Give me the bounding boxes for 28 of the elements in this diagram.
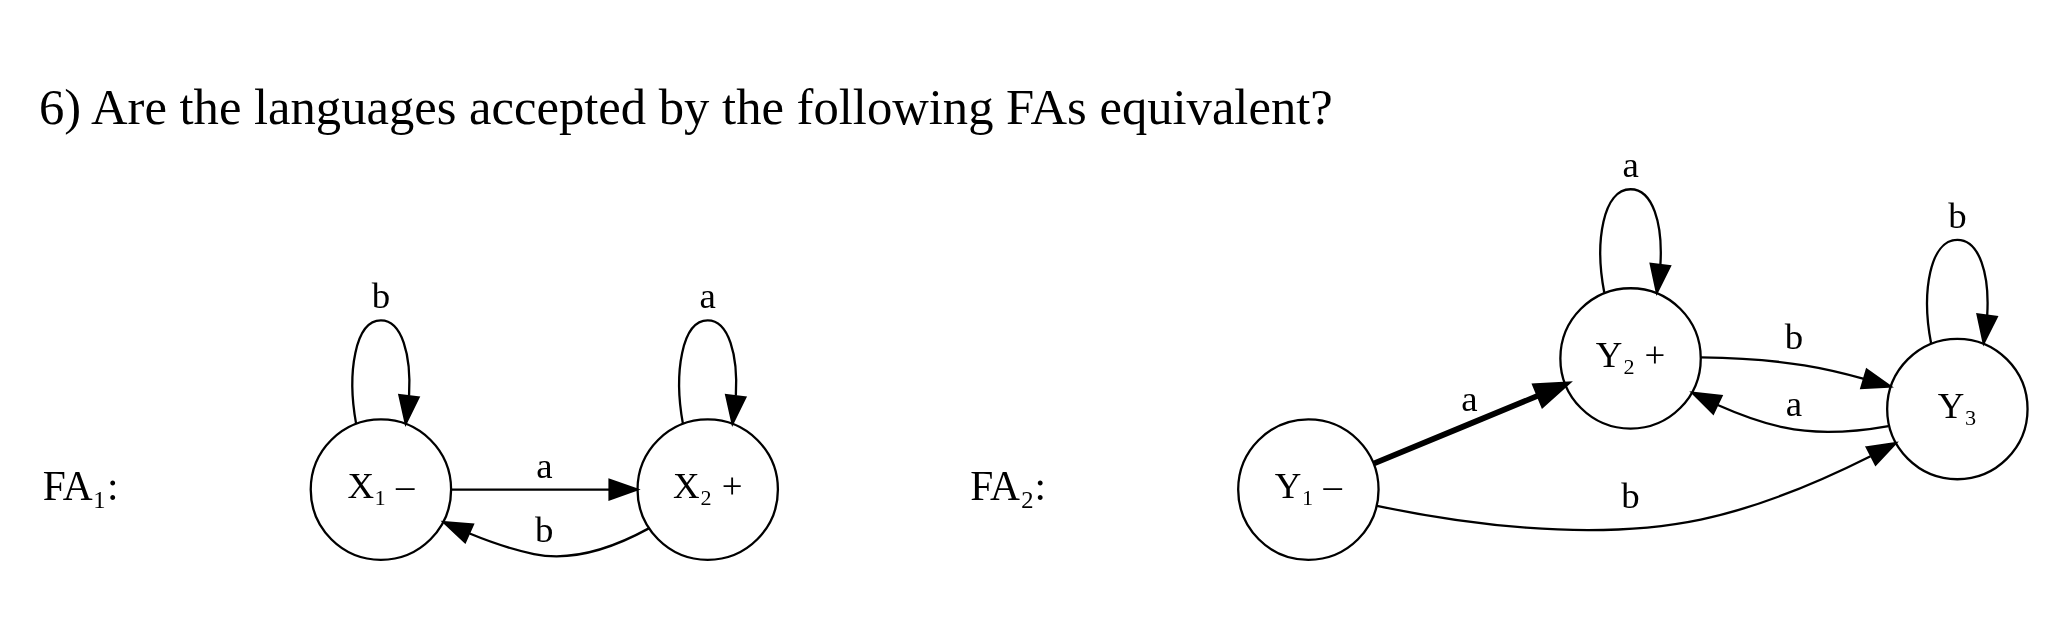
node-circle: Y₂ + <box>1559 286 1702 430</box>
edge-label: b <box>1784 315 1804 357</box>
edge-label: a <box>1622 143 1639 185</box>
edge-label: b <box>1621 474 1640 516</box>
edge-label: a <box>536 444 553 486</box>
edge-label: a <box>1785 382 1803 423</box>
label: FA₁: <box>42 462 119 509</box>
arrow <box>1599 187 1672 296</box>
arrow <box>351 318 421 427</box>
arrow <box>1373 380 1573 466</box>
arrow <box>1376 441 1899 531</box>
arrow <box>678 318 748 427</box>
label: FA₂: <box>970 462 1046 509</box>
node-circle: X₁ – <box>309 417 453 561</box>
node-circle: Y₃ <box>1886 337 2029 480</box>
edge-label: a <box>1461 377 1478 419</box>
edge-label: a <box>699 274 716 316</box>
edge-label: b <box>1948 194 1967 236</box>
diagram-title: 6) Are the languages accepted by the following FAs equivalent? <box>38 78 1333 135</box>
arrow <box>1926 238 1999 347</box>
arrow <box>440 520 650 557</box>
node-circle: X₂ + <box>636 417 780 561</box>
arrow <box>1700 355 1894 389</box>
arrow <box>451 477 641 501</box>
arrow <box>1689 390 1889 433</box>
edge-label: b <box>535 508 554 550</box>
edge-label: b <box>371 274 391 316</box>
node-circle: Y₁ – <box>1237 417 1380 561</box>
